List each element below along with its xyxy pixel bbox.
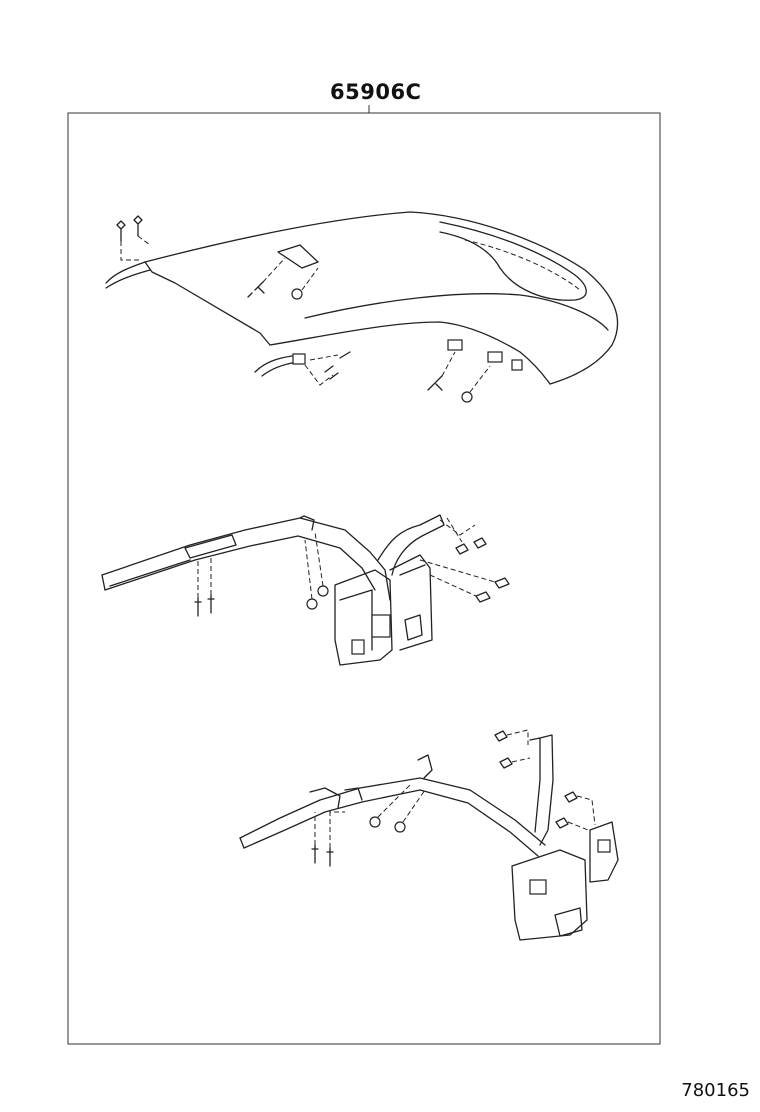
screw-icon [247,257,319,300]
roof-rear-frame-assembly-icon [239,734,619,941]
clip-icon [304,351,351,386]
roof-side-rail-assembly-icon [101,514,445,666]
reference-number: 780165 [681,1080,750,1101]
screw-icon [194,558,215,617]
diagram-frame [67,112,661,1045]
bolt-icon [369,784,426,833]
screw-icon [311,811,345,867]
bolt-icon [304,531,329,610]
part-number-label: 65906C [330,80,422,104]
clip-icon [116,215,151,261]
bolt-icon [419,517,510,603]
roof-panel-icon [105,211,619,385]
bolt-icon [427,351,491,403]
bolt-icon [494,729,596,831]
